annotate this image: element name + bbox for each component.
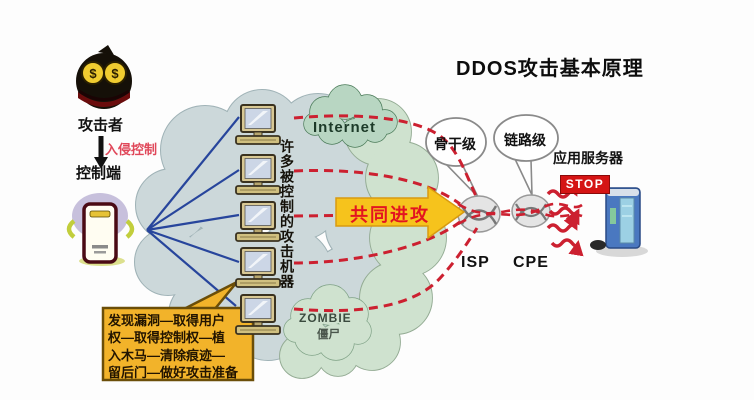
attacker-icon: $ $ [76, 45, 132, 109]
app-server-label: 应用服务器 [553, 150, 623, 166]
zombie-sub-label: 僵尸 [317, 329, 340, 341]
attack-steps-callout: 发现漏洞—取得用户 权—取得控制权—植 入木马—清除痕迹— 留后门—做好攻击准备 [108, 312, 251, 381]
intrusion-control-label: 入侵控制 [105, 142, 158, 157]
app-server-icon [590, 187, 648, 257]
link-level-label: 链路级 [504, 132, 546, 148]
callout-line: 权—取得控制权—植 [108, 330, 226, 346]
backbone-bubble [425, 117, 487, 198]
internet-label: Internet [313, 119, 377, 136]
controlled-machines-label: 许多被控制的攻击机器 [279, 139, 295, 289]
dollar-eye-icon: $ [111, 66, 119, 81]
backbone-level-label: 骨干级 [434, 136, 476, 152]
isp-label: ISP [461, 254, 490, 271]
controller-label: 控制端 [76, 165, 122, 182]
page-title: DDOS攻击基本原理 [456, 58, 644, 80]
controller-device-icon [66, 193, 135, 266]
zombie-cloud-icon [283, 284, 372, 361]
attack-machines [235, 104, 281, 335]
pc-icon [235, 247, 281, 288]
link-bubble [493, 114, 559, 196]
dollar-eye-icon: $ [89, 66, 97, 81]
joint-attack-label: 共同进攻 [350, 205, 430, 225]
zombie-label: ZOMBIE [299, 311, 352, 325]
pc-icon [235, 201, 281, 242]
callout-line: 留后门—做好攻击准备 [108, 364, 239, 380]
intrusion-arrow-icon [94, 136, 108, 169]
attacker-label: 攻击者 [78, 117, 124, 134]
isp-router-icon [457, 195, 501, 233]
callout-line: 入木马—清除痕迹— [108, 347, 226, 363]
callout-line: 发现漏洞—取得用户 [108, 313, 226, 328]
stop-badge: STOP [560, 175, 610, 194]
pc-icon [235, 154, 281, 195]
impact-arrows [546, 179, 584, 257]
cpe-label: CPE [513, 254, 549, 271]
pc-icon [235, 104, 281, 145]
joint-attack-arrow [335, 185, 466, 240]
callout-box [101, 280, 255, 382]
